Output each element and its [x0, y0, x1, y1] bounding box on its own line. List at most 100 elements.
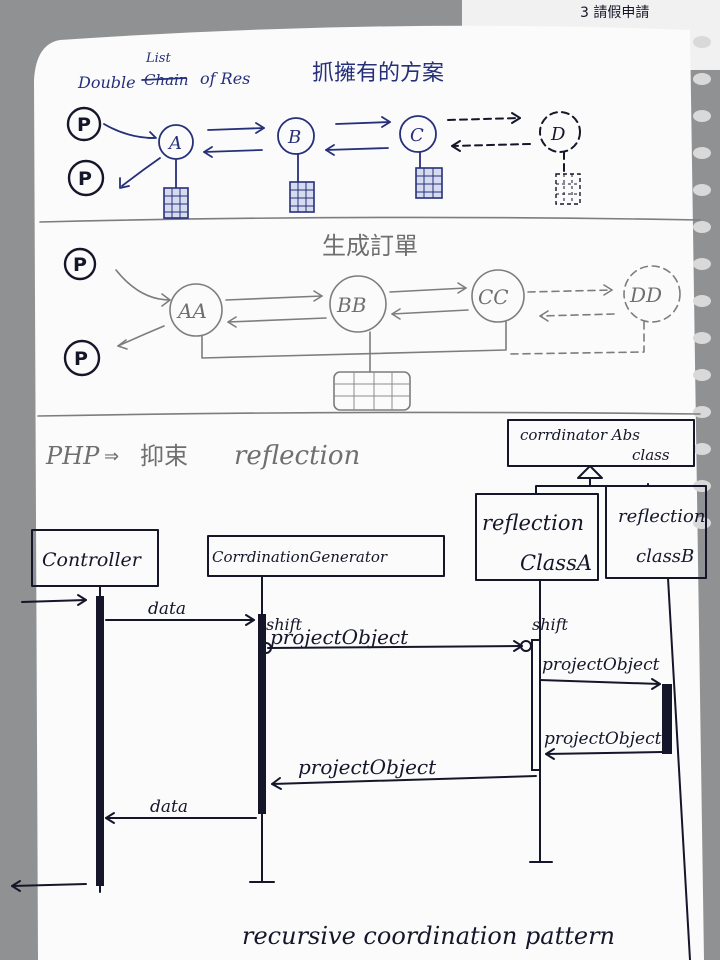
- section-chain-of-responsibility: Double List Chain of Res 抓擁有的方案 P P A B …: [66, 51, 581, 219]
- db-icon-c: [415, 151, 443, 199]
- notebook-page: [34, 25, 704, 960]
- arrow-c-to-b: [325, 147, 389, 151]
- arrow-cc-to-bb: [391, 309, 469, 315]
- p2-circle-bottom: [63, 339, 101, 377]
- node-aa-label: AA: [176, 299, 207, 323]
- shared-bus-dashed: [509, 321, 645, 355]
- arrow-a-to-p: [121, 157, 161, 187]
- reflection-class-b-box: [605, 485, 707, 579]
- node-aa: [169, 283, 223, 337]
- section-divider-2: [37, 411, 701, 417]
- title-chinese-3: 抑束: [140, 442, 188, 470]
- neighbor-page-text: 3 請假申請: [580, 5, 649, 21]
- node-dd-label: DD: [629, 283, 662, 307]
- node-c: [399, 115, 437, 153]
- msg-shift-2: shift: [532, 615, 569, 634]
- class-a-line2: ClassA: [520, 551, 592, 575]
- node-c-label: C: [410, 125, 424, 146]
- title-chinese-1: 抓擁有的方案: [312, 61, 444, 86]
- p2-label-bottom: P: [74, 348, 88, 370]
- class-b-lifeline: [667, 577, 691, 960]
- caption-recursive-coordination-pattern: recursive coordination pattern: [242, 922, 615, 950]
- shared-bus: [201, 321, 507, 359]
- node-bb: [329, 275, 387, 333]
- p-circle-top: [66, 106, 102, 142]
- p2-label-top: P: [73, 254, 87, 276]
- title-arrow: ⇒: [104, 446, 119, 467]
- title-word-chain-crossed: Chain: [144, 71, 189, 89]
- msg-project-3-arrow: [545, 751, 663, 755]
- arrow-aa-to-bb: [225, 295, 323, 301]
- title-php: PHP: [45, 442, 100, 470]
- node-d: [539, 111, 581, 153]
- arrow-bb-to-aa: [227, 317, 327, 323]
- db-icon-a: [163, 159, 189, 219]
- abstract-class-line1: corrdinator Abs: [520, 426, 640, 444]
- controller-activation: [96, 596, 104, 886]
- abstract-class-box: [507, 419, 695, 467]
- node-a: [158, 124, 194, 160]
- generator-box: [207, 535, 445, 577]
- msg-data-return: data: [150, 797, 188, 817]
- exit-arrow: [11, 883, 87, 887]
- controller-box: [31, 529, 159, 587]
- arrow-c-to-d: [447, 117, 521, 121]
- strike-through: [141, 77, 187, 81]
- msg-project-return-arrow: [271, 775, 537, 785]
- inheritance-lines: [535, 477, 649, 495]
- generator-activation: [258, 614, 266, 814]
- title-word-of-res: of Res: [200, 69, 250, 88]
- section-divider-1: [39, 216, 701, 223]
- title-reflection: reflection: [234, 441, 360, 471]
- node-b-label: B: [287, 127, 301, 148]
- node-b: [277, 117, 315, 155]
- arrow-d-to-c: [451, 143, 531, 147]
- msg-project-1-arrow: [267, 645, 523, 649]
- db-table-shared: [333, 371, 411, 411]
- spiral-holes: [693, 36, 711, 529]
- node-dd: [623, 265, 681, 323]
- arrow-bb-to-cc: [389, 287, 467, 293]
- p2-circle-top: [63, 247, 97, 281]
- arrow-a-to-b: [207, 127, 265, 131]
- title-word-double: Double: [77, 73, 136, 92]
- arrow-dd-to-cc: [539, 313, 615, 317]
- reflection-class-a-box: [475, 493, 599, 581]
- title-chinese-2: 生成訂單: [322, 232, 418, 260]
- controller-label: Controller: [42, 549, 143, 571]
- node-cc-label: CC: [478, 285, 509, 309]
- msg-project-2: projectObject: [542, 655, 660, 675]
- p-circle-bottom: [67, 159, 105, 197]
- arrow-cc-to-dd: [527, 289, 613, 293]
- abstract-class-line2: class: [632, 446, 670, 464]
- node-bb-label: BB: [336, 293, 366, 317]
- msg-project-1: projectObject: [270, 625, 409, 649]
- title-word-list: List: [145, 51, 171, 66]
- p-label-bottom: P: [78, 168, 92, 190]
- node-cc: [471, 269, 525, 323]
- p-label-top: P: [77, 114, 91, 136]
- entry-arrow: [21, 599, 87, 603]
- db-icon-b: [289, 153, 315, 213]
- db-icon-d: [555, 151, 581, 205]
- class-b-line1: reflection: [618, 506, 705, 527]
- msg-project-return: projectObject: [298, 755, 437, 779]
- class-b-line2: classB: [636, 546, 694, 567]
- msg-project-3: projectObject: [544, 729, 662, 749]
- arrow-b-to-a: [203, 149, 263, 153]
- section-order-generation: 生成訂單 P P AA BB CC DD: [63, 232, 681, 411]
- class-a-activation: [531, 639, 541, 771]
- section-reflection: PHP ⇒ 抑束 reflection corrdinator Abs clas…: [11, 419, 707, 960]
- msg-project-2-arrow: [539, 679, 661, 685]
- arrow-b-to-c: [335, 121, 391, 125]
- node-a-label: A: [167, 133, 182, 154]
- msg-data: data: [148, 599, 186, 619]
- arrow-aa-to-p2: [117, 325, 165, 347]
- class-a-line1: reflection: [482, 511, 584, 535]
- class-b-activation: [662, 684, 672, 754]
- node-d-label: D: [550, 124, 566, 145]
- generator-label: CorrdinationGenerator: [212, 548, 388, 566]
- msg-shift-1: shift: [266, 615, 303, 634]
